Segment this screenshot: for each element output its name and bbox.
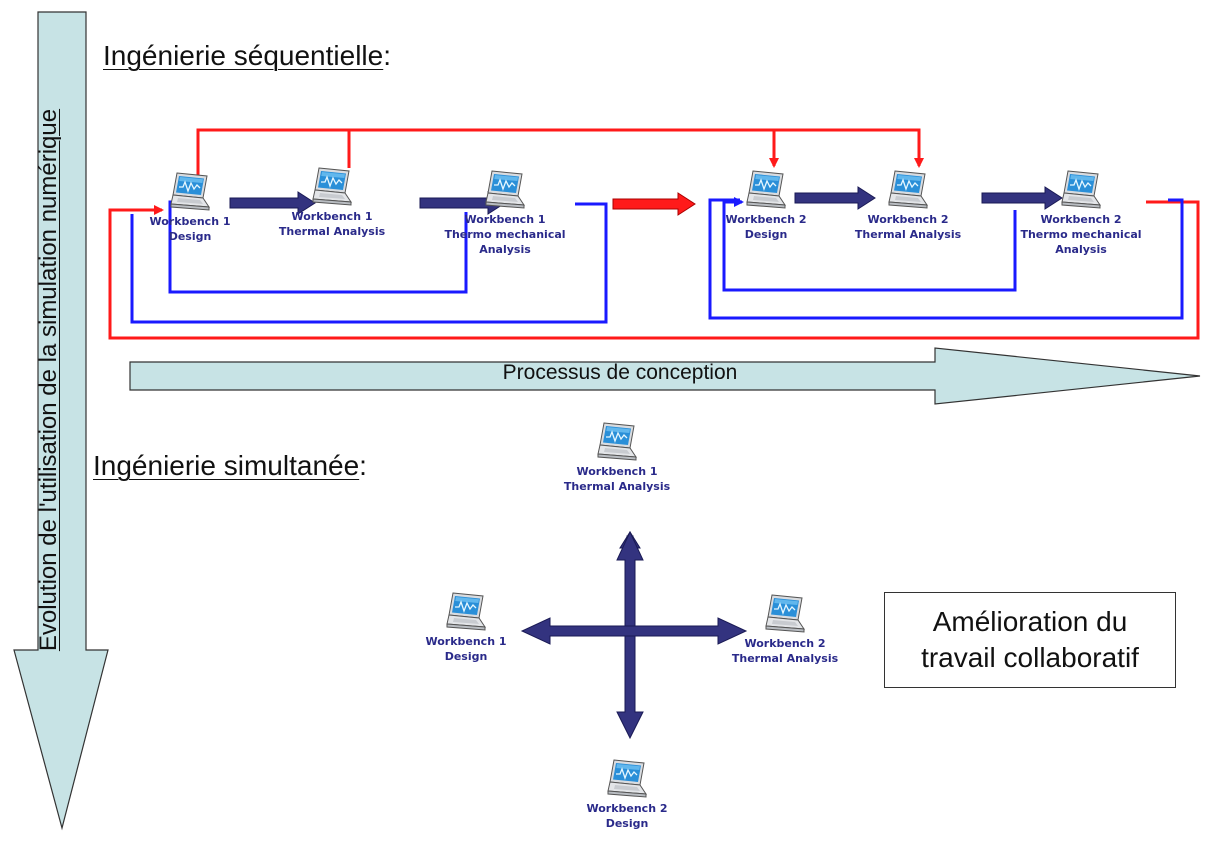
node-label-line1: Workbench 2 (1040, 213, 1122, 226)
node-label: Workbench 2 Thermo mechanical Analysis (1001, 212, 1161, 257)
node-label: Workbench 2 Design (547, 801, 707, 831)
node-label-line2: Thermo mechanical (444, 228, 566, 241)
node-label-line1: Workbench 1 (149, 215, 231, 228)
node-label-line2: Design (444, 650, 488, 663)
sequential-heading: Ingénierie séquentielle: (103, 40, 391, 72)
node-label-line2: Design (168, 230, 212, 243)
workbench-node-sim-left: Workbench 1 Design (386, 590, 546, 664)
sequential-heading-text: Ingénierie séquentielle (103, 40, 384, 71)
blue-loop-2-inner (722, 197, 1017, 292)
improvement-box: Amélioration du travail collaboratif (884, 592, 1176, 688)
node-label: Workbench 1 Thermal Analysis (537, 464, 697, 494)
sequential-heading-colon: : (383, 40, 391, 71)
node-label-line1: Workbench 1 (291, 210, 373, 223)
node-label-line1: Workbench 2 (586, 802, 668, 815)
blue-loop-1-outer (130, 202, 608, 324)
node-label-line1: Workbench 1 (425, 635, 507, 648)
flow-arrow-1 (229, 191, 316, 215)
collaboration-cross-arrows (520, 530, 748, 740)
flow-arrow-3 (794, 186, 876, 210)
node-label: Workbench 1 Thermal Analysis (252, 209, 412, 239)
blue-loop-2-outer (708, 198, 1184, 320)
laptop-chart-icon (828, 168, 988, 212)
node-label-line1: Workbench 2 (725, 213, 807, 226)
node-label-line3: Analysis (479, 243, 531, 256)
laptop-chart-icon (547, 757, 707, 801)
laptop-chart-icon (1001, 168, 1161, 212)
laptop-chart-icon (252, 165, 412, 209)
simultaneous-heading-text: Ingénierie simultanée (93, 450, 360, 481)
workbench-node-sim-bottom: Workbench 2 Design (547, 757, 707, 831)
workbench-node-sim-right: Workbench 2 Thermal Analysis (705, 592, 865, 666)
laptop-chart-icon (537, 420, 697, 464)
node-label-line2: Design (605, 817, 649, 830)
node-label-line2: Thermal Analysis (731, 652, 839, 665)
workbench-node-seq-4: Workbench 2 Design (686, 168, 846, 242)
node-label-line1: Workbench 1 (464, 213, 546, 226)
node-label-line2: Thermo mechanical (1020, 228, 1142, 241)
node-label: Workbench 1 Thermo mechanical Analysis (425, 212, 585, 257)
evolution-axis-label-text: Evolution de l'utilisation de la simulat… (35, 108, 62, 652)
laptop-chart-icon (425, 168, 585, 212)
improvement-box-line1: Amélioration du (932, 606, 1128, 637)
laptop-chart-icon (705, 592, 865, 636)
laptop-chart-icon (110, 170, 270, 214)
evolution-vertical-arrow (13, 11, 109, 831)
simultaneous-heading: Ingénierie simultanée: (93, 450, 367, 482)
node-label: Workbench 2 Thermal Analysis (705, 636, 865, 666)
laptop-chart-icon (686, 168, 846, 212)
node-label-line1: Workbench 2 (867, 213, 949, 226)
workbench-node-seq-1: Workbench 1 Design (110, 170, 270, 244)
red-feedback-top-loop (196, 128, 924, 180)
node-label-line3: Analysis (1055, 243, 1107, 256)
node-label-line2: Thermal Analysis (563, 480, 671, 493)
process-horizontal-arrow (129, 347, 1201, 405)
process-arrow-label: Processus de conception (502, 361, 738, 384)
flow-arrow-4 (981, 186, 1063, 210)
node-label-line1: Workbench 1 (576, 465, 658, 478)
laptop-chart-icon (386, 590, 546, 634)
node-label: Workbench 1 Design (386, 634, 546, 664)
node-label-line2: Design (744, 228, 788, 241)
flow-arrow-red-transfer (612, 192, 696, 216)
workbench-node-sim-top: Workbench 1 Thermal Analysis (537, 420, 697, 494)
node-label: Workbench 2 Design (686, 212, 846, 242)
simultaneous-heading-colon: : (359, 450, 367, 481)
node-label: Workbench 2 Thermal Analysis (828, 212, 988, 242)
workbench-node-seq-6: Workbench 2 Thermo mechanical Analysis (1001, 168, 1161, 257)
workbench-node-seq-3: Workbench 1 Thermo mechanical Analysis (425, 168, 585, 257)
evolution-axis-label: Evolution de l'utilisation de la simulat… (35, 30, 71, 730)
workbench-node-seq-2: Workbench 1 Thermal Analysis (252, 165, 412, 239)
node-label: Workbench 1 Design (110, 214, 270, 244)
node-label-line2: Thermal Analysis (854, 228, 962, 241)
workbench-node-seq-5: Workbench 2 Thermal Analysis (828, 168, 988, 242)
improvement-box-line2: travail collaboratif (921, 642, 1139, 673)
red-feedback-outer-loop (108, 200, 1200, 340)
node-label-line1: Workbench 2 (744, 637, 826, 650)
node-label-line2: Thermal Analysis (278, 225, 386, 238)
